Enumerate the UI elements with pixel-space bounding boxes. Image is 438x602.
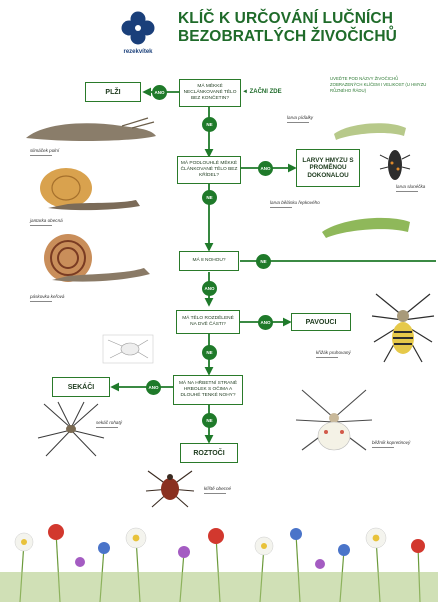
question-3: MÁ 8 NOHOU? <box>179 251 239 271</box>
caption-spider1: křižák pruhovaný <box>316 350 351 358</box>
question-5: MÁ NA HŘBETNÍ STRANĚ HRBOLEK S OČIMA A D… <box>173 375 243 405</box>
beetle-larva-illustration <box>378 145 412 183</box>
start-here-label: ◄ ZAČNI ZDE <box>242 89 282 95</box>
result-pavouci: PAVOUCI <box>291 313 351 331</box>
caption-caterpillar1: larva píďalky <box>287 115 313 123</box>
question-2: MÁ PODLOUHLÉ MĚKKÉ ČLÁNKOVANÉ TĚLO BEZ K… <box>177 156 241 184</box>
snail2-illustration <box>28 230 156 290</box>
result-roztoci: ROZTOČI <box>180 443 238 463</box>
caption-mite: klíště obecné <box>204 486 231 494</box>
answer-no-1: NE <box>202 117 217 132</box>
spider1-illustration <box>368 288 438 368</box>
caption-beetle: larva slunéčka <box>396 184 425 192</box>
answer-no-4: NE <box>202 345 217 360</box>
answer-no-3: NE <box>256 254 271 269</box>
caption-snail2: páskovka keřová <box>30 294 64 302</box>
meadow-flowers-decoration <box>0 502 438 602</box>
spider2-illustration <box>292 384 376 468</box>
answer-no-5: NE <box>202 413 217 428</box>
result-sekaci: SEKÁČI <box>52 377 110 397</box>
caption-spider2: běžník kopretinový <box>372 440 410 448</box>
answer-no-2: NE <box>202 190 217 205</box>
result-larvy-hmyzu: LARVY HMYZU S PROMĚNOU DOKONALOU <box>296 149 360 187</box>
answer-yes-5: ANO <box>146 380 161 395</box>
result-plzi: PLŽI <box>85 82 141 102</box>
answer-yes-2: ANO <box>258 161 273 176</box>
snail1-illustration <box>28 164 148 220</box>
caption-caterpillar2: larva bělásku řepkového <box>270 200 320 208</box>
question-1: MÁ MĚKKÉ NECLÁNKOVANÉ TĚLO BEZ KONČETIN? <box>179 79 241 107</box>
question-4: MÁ TĚLO ROZDĚLENÉ NA DVĚ ČÁSTI? <box>176 310 240 334</box>
caterpillar2-illustration <box>318 208 414 240</box>
answer-yes-1: ANO <box>152 85 167 100</box>
harvestman-illustration <box>36 400 106 458</box>
caption-slug: slimáček polní <box>30 148 59 156</box>
caption-harvestman: sekáč rohatý <box>96 420 122 428</box>
caterpillar1-illustration <box>330 118 410 142</box>
caption-snail1: jantarka obecná <box>30 218 63 226</box>
pale-spider-illustration <box>102 334 154 364</box>
answer-yes-4: ANO <box>258 315 273 330</box>
slug-illustration <box>22 110 162 150</box>
answer-yes-3: ANO <box>202 281 217 296</box>
